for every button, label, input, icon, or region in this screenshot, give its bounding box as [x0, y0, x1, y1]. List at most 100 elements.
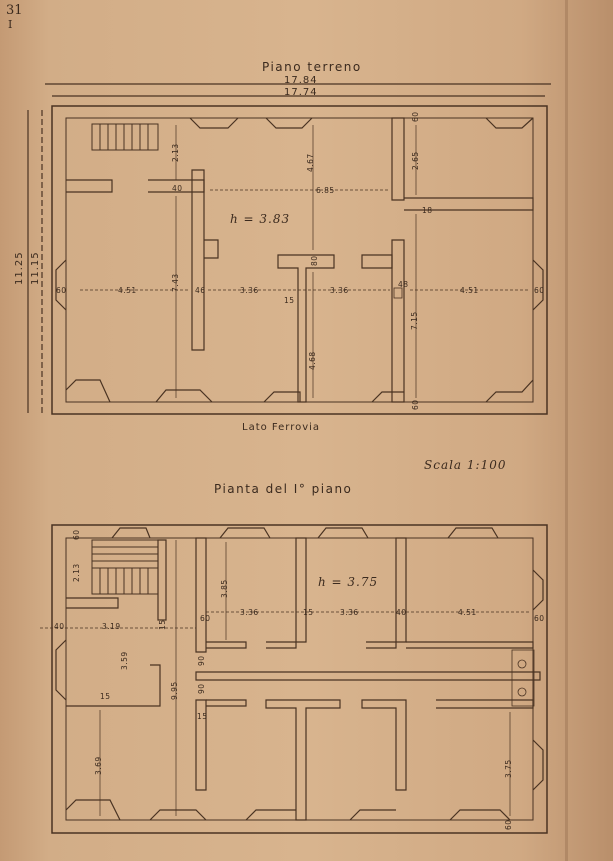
gf-dim-12: 3.36: [330, 286, 349, 295]
gf-dim-7: 18: [422, 206, 433, 215]
ff-window-3: [317, 527, 369, 539]
gf-window-6: [263, 391, 301, 403]
gf-dim-9: 7.43: [171, 273, 180, 292]
gf-dim-8: 4.51: [118, 286, 137, 295]
drawing-scale: Scala 1:100: [424, 458, 507, 472]
ff-wall-stub-6: [206, 699, 247, 707]
gf-dim-18: 48: [398, 280, 409, 289]
ground-floor-depth-inner: 11.15: [30, 251, 41, 285]
ff-dim-6: 3.59: [120, 651, 129, 670]
sheet-number: 31: [6, 3, 23, 18]
gf-corridor-wall-right: [391, 239, 405, 403]
gf-dim-17: 7.15: [410, 311, 419, 330]
gf-dim-20: 15: [284, 296, 295, 305]
ff-wall-stub-1: [66, 597, 119, 609]
gf-wall-left-stub: [66, 179, 113, 193]
ground-floor-plan: [27, 83, 551, 415]
ff-dim-12: 3.36: [340, 608, 359, 617]
ff-dim-7: 9.95: [170, 681, 179, 700]
ff-dim-13: 40: [396, 608, 407, 617]
ff-dim-1: 2.13: [72, 563, 81, 582]
gf-dim-1: 2.13: [171, 143, 180, 162]
ff-window-10: [245, 809, 296, 821]
ground-floor-side-label: Lato Ferrovia: [242, 422, 321, 433]
ff-corridor-wall-1: [195, 537, 207, 653]
gf-window-7: [371, 391, 404, 403]
gf-inner-wall: [65, 117, 534, 403]
gf-window-5: [155, 389, 213, 403]
gf-window-10: [532, 259, 544, 311]
gf-wall-notch: [204, 239, 219, 259]
ground-floor-title: Piano terreno: [262, 60, 362, 74]
ff-window-7: [532, 739, 544, 791]
ff-window-4: [447, 527, 499, 539]
gf-dim-2: 40: [172, 184, 183, 193]
gf-wall-cross-right: [404, 197, 534, 211]
gf-column-marker: [393, 287, 403, 299]
ff-dim-9: 60: [200, 614, 211, 623]
first-floor-plan: [40, 524, 548, 834]
ff-corridor-spine: [195, 671, 541, 681]
gf-dim-11: 3.36: [240, 286, 259, 295]
ff-outer-wall: [51, 524, 548, 834]
ff-dim-8: 3.85: [220, 579, 229, 598]
ff-stair-wall: [157, 539, 167, 621]
ff-inner-wall: [65, 537, 534, 821]
ff-chimney: [511, 649, 535, 707]
gf-outer-wall: [51, 105, 548, 415]
ff-dim-21: 15: [100, 692, 111, 701]
ff-corridor-wall-2: [295, 537, 307, 643]
gf-dim-13: 4.51: [460, 286, 479, 295]
ff-window-5: [532, 569, 544, 611]
gf-dim-16: 4.68: [308, 351, 317, 370]
ff-window-1: [111, 527, 151, 539]
ff-window-8: [65, 799, 121, 821]
ff-wall-lower-left: [66, 664, 161, 707]
ff-staircase: [91, 539, 159, 595]
gf-window-9: [55, 259, 67, 311]
ff-dim-22: 15: [197, 712, 208, 721]
paper-fold: [565, 0, 568, 861]
gf-dim-4: 6.85: [316, 186, 335, 195]
ff-corridor-wall-3: [395, 537, 407, 643]
ff-corridor-wall-4: [195, 699, 207, 791]
ff-window-12: [449, 809, 511, 821]
ff-dim-5: 15: [158, 619, 167, 630]
ff-dim-14: 4.51: [458, 608, 477, 617]
ff-dim-18: 60: [504, 819, 513, 830]
ff-dim-20: 90: [197, 683, 206, 694]
ff-dim-17: 3.75: [504, 759, 513, 778]
gf-corridor-wall-left: [191, 169, 205, 351]
gf-window-1: [189, 117, 239, 129]
gf-dim-6: 60: [411, 111, 420, 122]
gf-dim-19: 60: [411, 399, 420, 410]
gf-center-t-wall: [277, 254, 335, 403]
ff-window-2: [219, 527, 271, 539]
ff-dim-3: 40: [54, 622, 65, 631]
gf-window-8: [485, 379, 534, 403]
ground-floor-depth-outer: 11.25: [14, 251, 25, 285]
gf-window-4: [65, 379, 111, 403]
ff-dim-19: 90: [197, 655, 206, 666]
sheet-sub-number: I: [8, 18, 13, 31]
ground-floor-height: h = 3.83: [230, 212, 291, 226]
ff-wall-stub-5: [406, 641, 534, 649]
ff-center-t-wall: [265, 699, 341, 821]
gf-staircase: [91, 123, 159, 151]
ff-wall-stub-2: [206, 641, 247, 649]
ff-dim-11: 15: [303, 608, 314, 617]
gf-dim-10: 46: [195, 286, 206, 295]
ff-wall-stub-3: [266, 641, 297, 649]
ff-dim-10: 3.36: [240, 608, 259, 617]
gf-window-2: [265, 117, 313, 129]
ground-floor-width-outer: 17.84: [284, 75, 318, 86]
ff-window-11: [349, 809, 396, 821]
gf-dim-3: 4.67: [306, 153, 315, 172]
ff-flue-1: [517, 659, 527, 669]
gf-wall-upper-right: [391, 117, 405, 201]
ground-floor-width-inner: 17.74: [284, 87, 318, 98]
ff-dim-15: 60: [534, 614, 545, 623]
ff-corridor-wall-5: [361, 699, 407, 791]
gf-dim-5: 2.65: [411, 151, 420, 170]
